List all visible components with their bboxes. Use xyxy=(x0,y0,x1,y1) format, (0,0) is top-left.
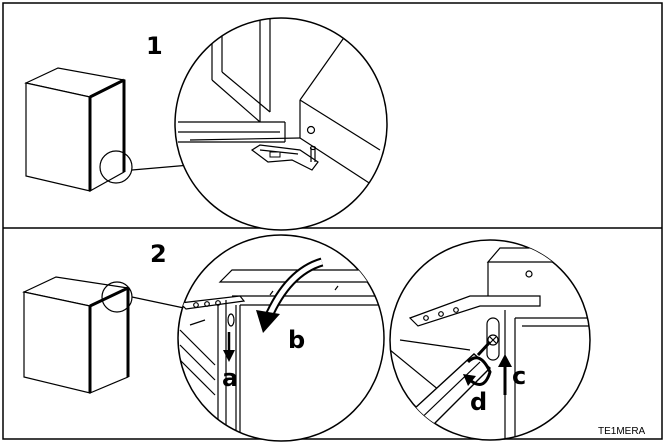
zoom-marker-1 xyxy=(99,150,133,184)
detail-hinge-adjust xyxy=(389,239,591,441)
callout-c: c xyxy=(512,362,526,390)
leader-line-2 xyxy=(131,296,185,309)
step-1-number: 1 xyxy=(146,32,163,60)
callout-d: d xyxy=(470,388,487,416)
callout-a: a xyxy=(222,364,238,392)
step-2-number: 2 xyxy=(150,240,167,268)
detail-hinge-bottom xyxy=(174,17,388,231)
reference-code: TE1MERA xyxy=(598,426,646,437)
cabinet-1 xyxy=(24,67,126,193)
leader-line-1 xyxy=(131,164,191,171)
detail-hinge-top-left xyxy=(177,234,385,442)
cabinet-2 xyxy=(22,276,131,394)
callout-b: b xyxy=(288,326,305,354)
